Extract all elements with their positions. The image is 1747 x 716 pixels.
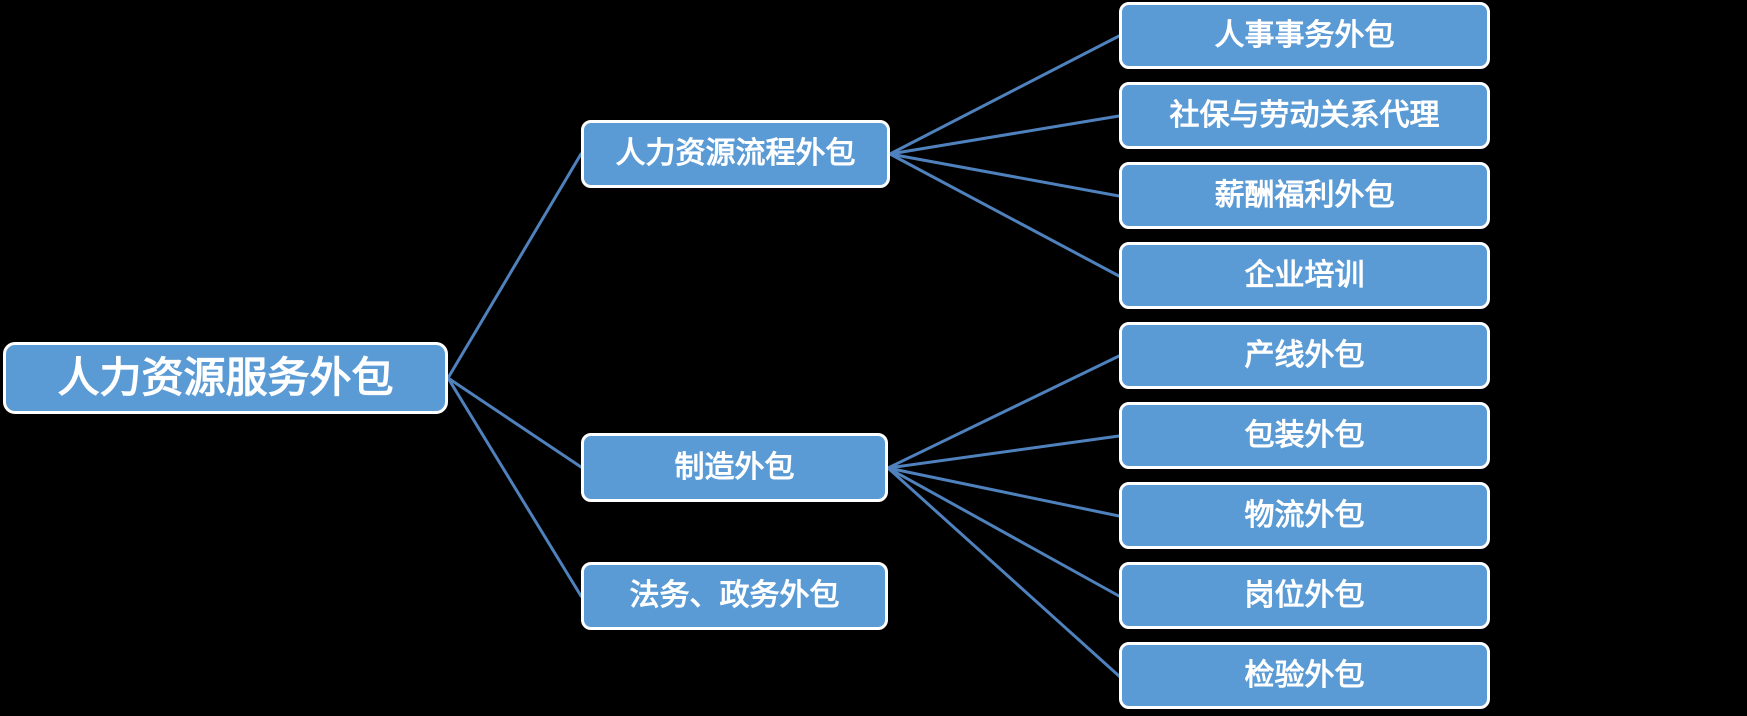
connector-root-legal-gov (446, 376, 583, 598)
node-leaf-position: 岗位外包 (1119, 562, 1490, 629)
connector-hrp-social (888, 114, 1121, 156)
node-root-hr-service-outsourcing: 人力资源服务外包 (3, 342, 448, 414)
node-leaf-logistics: 物流外包 (1119, 482, 1490, 549)
node-leaf-packaging: 包装外包 (1119, 402, 1490, 469)
node-leaf-production-line: 产线外包 (1119, 322, 1490, 389)
connector-mfg-inspection (886, 466, 1121, 678)
connector-root-manufacturing (446, 376, 583, 469)
node-branch-manufacturing: 制造外包 (581, 433, 888, 502)
connector-hrp-payroll (888, 152, 1121, 198)
connector-mfg-packaging (886, 434, 1121, 470)
connector-mfg-production (886, 354, 1121, 470)
node-leaf-social-insurance-agency: 社保与劳动关系代理 (1119, 82, 1490, 149)
node-leaf-corporate-training: 企业培训 (1119, 242, 1490, 309)
node-leaf-payroll-benefits: 薪酬福利外包 (1119, 162, 1490, 229)
connector-mfg-position (886, 466, 1121, 598)
node-branch-legal-gov: 法务、政务外包 (581, 562, 888, 630)
connector-mfg-logistics (886, 466, 1121, 518)
node-leaf-personnel-affairs: 人事事务外包 (1119, 2, 1490, 69)
connector-root-hr-process (446, 152, 583, 380)
connector-hrp-training (888, 152, 1121, 278)
node-branch-hr-process: 人力资源流程外包 (581, 120, 890, 188)
node-leaf-inspection: 检验外包 (1119, 642, 1490, 709)
connector-hrp-personnel (888, 34, 1121, 156)
